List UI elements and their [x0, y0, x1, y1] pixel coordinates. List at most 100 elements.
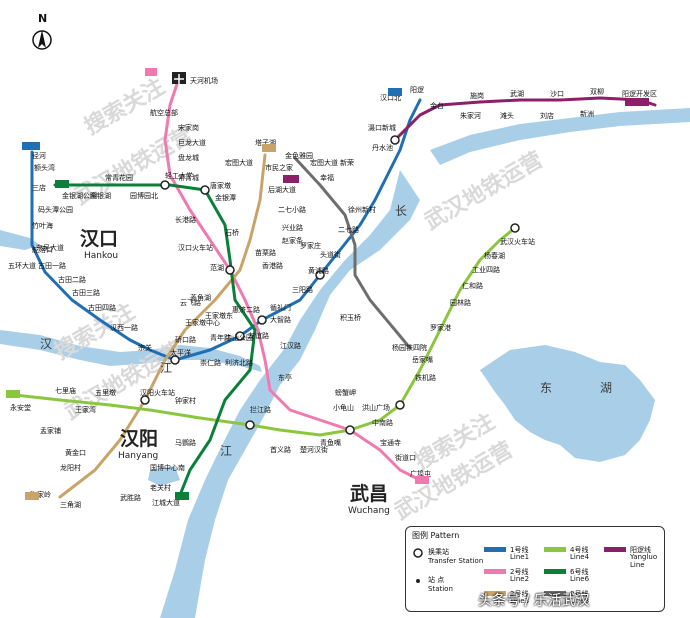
station-label[interactable]: 七里庙 — [55, 386, 76, 395]
station-label[interactable]: 五环大道 — [8, 261, 36, 270]
station-label[interactable]: 唐家墩 — [210, 181, 231, 190]
transfer-station[interactable] — [315, 270, 325, 280]
station-label[interactable]: 范湖 — [210, 263, 224, 272]
station-label[interactable]: 东亭 — [278, 373, 292, 382]
station-label[interactable]: 竹叶海 — [32, 221, 53, 230]
transfer-station[interactable] — [257, 315, 267, 325]
transfer-station[interactable] — [170, 355, 180, 365]
station-label[interactable]: 老关村 — [150, 483, 171, 492]
transfer-station[interactable] — [390, 135, 400, 145]
station-label[interactable]: 菱角湖 — [190, 293, 211, 302]
station-label[interactable]: 钟家村 — [175, 396, 196, 405]
station-label[interactable]: 拦江路 — [250, 405, 271, 414]
station-label[interactable]: 阳逻 — [410, 85, 424, 94]
station-label[interactable]: 石桥 — [225, 228, 239, 237]
station-label[interactable]: 宗关 — [138, 343, 152, 352]
transfer-station[interactable] — [345, 425, 355, 435]
station-label[interactable]: 金银湖公园 — [62, 191, 97, 200]
station-label[interactable]: 三店 — [32, 183, 46, 192]
station-label[interactable]: 云飞路 — [180, 298, 201, 307]
station-label[interactable]: 中南路 — [372, 418, 393, 427]
station-label[interactable]: 东吴大道 — [36, 243, 64, 252]
transfer-station[interactable] — [235, 331, 245, 341]
station-label[interactable]: 江城大道 — [152, 498, 180, 507]
station-label[interactable]: 崇仁路 — [200, 358, 221, 367]
station-label[interactable]: 赵家条 — [282, 236, 303, 245]
station-label[interactable]: 汉阳火车站 — [140, 388, 175, 397]
station-label[interactable]: 汉口火车站 — [178, 243, 213, 252]
station-label[interactable]: 黄浦路 — [308, 266, 329, 275]
station-label[interactable]: 新荣 — [340, 158, 354, 167]
station-label[interactable]: 金色雅园 — [285, 151, 313, 160]
station-label[interactable]: 园林路 — [450, 298, 471, 307]
station-label[interactable]: 罗家庄 — [300, 241, 321, 250]
station-label[interactable]: 阳逻开发区 — [622, 89, 657, 98]
station-label[interactable]: 岳家嘴 — [412, 355, 433, 364]
station-label[interactable]: 市民之家 — [265, 163, 293, 172]
station-label[interactable]: 武汉火车站 — [500, 237, 535, 246]
station-label[interactable]: 径河 — [32, 151, 46, 160]
station-label[interactable]: 二七路 — [338, 225, 359, 234]
station-label[interactable]: 滩头 — [500, 111, 514, 120]
station-label[interactable]: 滠口新城 — [368, 123, 396, 132]
station-label[interactable]: 罗家港 — [430, 323, 451, 332]
station-label[interactable]: 楚河汉街 — [300, 445, 328, 454]
station-label[interactable]: 宋家岗 — [178, 123, 199, 132]
station-label[interactable]: 金台 — [430, 101, 444, 110]
station-label[interactable]: 园博园北 — [130, 191, 158, 200]
station-label[interactable]: 金银潭 — [215, 193, 236, 202]
transfer-station[interactable] — [510, 223, 520, 233]
transfer-station[interactable] — [395, 400, 405, 410]
station-label[interactable]: 龙阳村 — [60, 463, 81, 472]
station-label[interactable]: 首义路 — [270, 445, 291, 454]
station-label[interactable]: 航空总部 — [150, 108, 178, 117]
transfer-station[interactable] — [140, 395, 150, 405]
station-label[interactable]: 小龟山 — [333, 403, 354, 412]
station-label[interactable]: 古田一路 — [38, 261, 66, 270]
station-label[interactable]: 舵落口 — [32, 245, 53, 254]
station-label[interactable]: 武湖 — [510, 89, 524, 98]
station-label[interactable]: 苗栗路 — [255, 248, 276, 257]
station-label[interactable]: 刘店 — [540, 111, 554, 120]
station-label[interactable]: 广埠屯 — [410, 469, 431, 478]
station-label[interactable]: 中山公园 — [225, 333, 253, 342]
station-label[interactable]: 金银湖 — [90, 191, 111, 200]
station-label[interactable]: 工业四路 — [472, 265, 500, 274]
station-label[interactable]: 友谊路 — [248, 331, 269, 340]
transfer-station[interactable] — [200, 185, 210, 195]
station-label[interactable]: 新洲 — [580, 109, 594, 118]
station-label[interactable]: 塔子湖 — [255, 138, 276, 147]
station-label[interactable]: 大智路 — [270, 315, 291, 324]
station-label[interactable]: 天河机场 — [190, 76, 218, 85]
station-label[interactable]: 古田三路 — [72, 288, 100, 297]
station-label[interactable]: 长港路 — [175, 215, 196, 224]
station-label[interactable]: 街道口 — [395, 453, 416, 462]
station-label[interactable]: 幸福 — [320, 173, 334, 182]
transfer-station[interactable] — [160, 180, 170, 190]
station-label[interactable]: 黄金口 — [65, 448, 86, 457]
station-label[interactable]: 武胜路 — [120, 493, 141, 502]
station-label[interactable]: 惠济二路 — [232, 305, 260, 314]
station-label[interactable]: 三角湖 — [60, 500, 81, 509]
station-label[interactable]: 汉口北 — [380, 94, 401, 102]
station-label[interactable]: 宝通寺 — [380, 438, 401, 447]
station-label[interactable]: 洪山广场 — [362, 403, 390, 412]
station-label[interactable]: 兴业路 — [282, 223, 303, 232]
station-label[interactable]: 宏图大道 — [310, 158, 338, 167]
station-label[interactable]: 香港路 — [262, 261, 283, 270]
station-label[interactable]: 仁和路 — [462, 281, 483, 290]
transfer-station[interactable] — [245, 420, 255, 430]
station-label[interactable]: 巨龙大道 — [178, 138, 206, 147]
station-label[interactable]: 常青城 — [178, 173, 199, 182]
station-label[interactable]: 盘龙城 — [178, 153, 199, 162]
station-label[interactable]: 宏图大道 — [225, 158, 253, 167]
station-label[interactable]: 永安堂 — [10, 403, 31, 412]
station-label[interactable]: 循礼门 — [270, 303, 291, 312]
station-label[interactable]: 积玉桥 — [340, 313, 361, 322]
station-label[interactable]: 青鱼嘴 — [320, 438, 341, 447]
station-label[interactable]: 古田四路 — [88, 303, 116, 312]
station-label[interactable]: 三阳路 — [292, 285, 313, 294]
station-label[interactable]: 额头湾 — [34, 163, 55, 172]
station-label[interactable]: 沙口 — [550, 90, 564, 98]
station-label[interactable]: 王家墩中心 — [185, 318, 220, 327]
